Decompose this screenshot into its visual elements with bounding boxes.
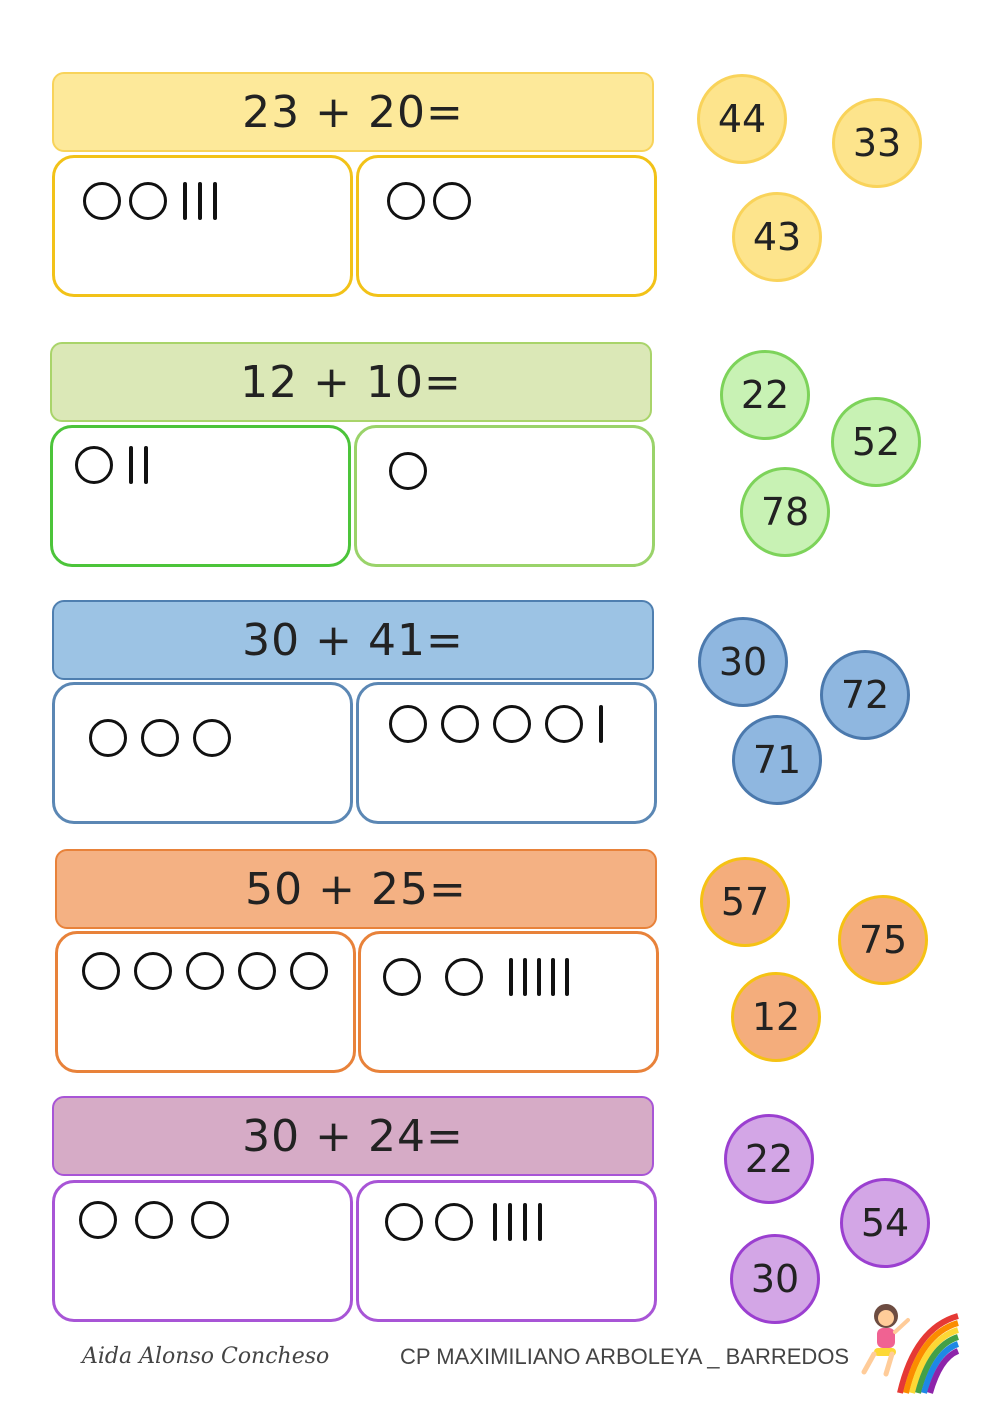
first-addend-marks — [82, 952, 328, 990]
unit-stick — [538, 1203, 542, 1241]
ten-circle — [435, 1203, 473, 1241]
school-credit: CP MAXIMILIANO ARBOLEYA _ BARREDOS — [400, 1344, 850, 1369]
second-addend-marks — [389, 705, 603, 743]
first-addend-box — [52, 155, 353, 297]
ten-circle — [129, 182, 167, 220]
ten-circle — [441, 705, 479, 743]
answer-option[interactable]: 22 — [720, 350, 810, 440]
answer-option[interactable]: 30 — [730, 1234, 820, 1324]
unit-stick — [493, 1203, 497, 1241]
unit-stick — [565, 958, 569, 996]
unit-stick — [523, 958, 527, 996]
ten-circle — [191, 1201, 229, 1239]
equation-text: 30 + 24= — [242, 1110, 464, 1162]
answer-option[interactable]: 71 — [732, 715, 822, 805]
ten-circle — [389, 705, 427, 743]
second-addend-box — [356, 155, 657, 297]
answer-option[interactable]: 75 — [838, 895, 928, 985]
unit-stick — [551, 958, 555, 996]
second-addend-box — [358, 931, 659, 1073]
unit-stick — [508, 1203, 512, 1241]
ten-circle — [383, 958, 421, 996]
answer-option[interactable]: 57 — [700, 857, 790, 947]
ten-circle — [193, 719, 231, 757]
ten-circle — [445, 958, 483, 996]
girl-on-rainbow-slide-icon — [860, 1298, 960, 1396]
unit-stick — [213, 182, 217, 220]
ten-circle — [75, 446, 113, 484]
ten-circle — [433, 182, 471, 220]
equation-banner: 23 + 20= — [52, 72, 654, 152]
first-addend-marks — [75, 446, 148, 484]
answer-option[interactable]: 54 — [840, 1178, 930, 1268]
ten-circle — [493, 705, 531, 743]
first-addend-box — [52, 682, 353, 824]
first-addend-marks — [89, 719, 231, 757]
ten-circle — [79, 1201, 117, 1239]
equation-banner: 30 + 41= — [52, 600, 654, 680]
answer-option[interactable]: 22 — [724, 1114, 814, 1204]
answer-option[interactable]: 12 — [731, 972, 821, 1062]
ten-circle — [186, 952, 224, 990]
ten-circle — [83, 182, 121, 220]
answer-option[interactable]: 33 — [832, 98, 922, 188]
ten-circle — [141, 719, 179, 757]
unit-stick — [183, 182, 187, 220]
second-addend-marks — [387, 182, 471, 220]
ten-circle — [89, 719, 127, 757]
unit-stick — [509, 958, 513, 996]
answer-option[interactable]: 44 — [697, 74, 787, 164]
ten-circle — [387, 182, 425, 220]
answer-option[interactable]: 72 — [820, 650, 910, 740]
unit-stick — [599, 705, 603, 743]
equation-text: 30 + 41= — [242, 614, 464, 666]
answer-option[interactable]: 43 — [732, 192, 822, 282]
second-addend-marks — [385, 1203, 542, 1241]
equation-text: 50 + 25= — [245, 863, 467, 915]
second-addend-box — [356, 682, 657, 824]
ten-circle — [135, 1201, 173, 1239]
ten-circle — [290, 952, 328, 990]
unit-stick — [523, 1203, 527, 1241]
answer-option[interactable]: 30 — [698, 617, 788, 707]
first-addend-marks — [79, 1201, 229, 1239]
first-addend-box — [50, 425, 351, 567]
equation-banner: 50 + 25= — [55, 849, 657, 929]
answer-option[interactable]: 78 — [740, 467, 830, 557]
unit-stick — [129, 446, 133, 484]
second-addend-marks — [389, 452, 427, 490]
first-addend-box — [55, 931, 356, 1073]
ten-circle — [82, 952, 120, 990]
first-addend-box — [52, 1180, 353, 1322]
second-addend-marks — [383, 958, 569, 996]
equation-banner: 30 + 24= — [52, 1096, 654, 1176]
unit-stick — [537, 958, 541, 996]
equation-text: 23 + 20= — [242, 86, 464, 138]
unit-stick — [144, 446, 148, 484]
unit-stick — [198, 182, 202, 220]
second-addend-box — [354, 425, 655, 567]
ten-circle — [389, 452, 427, 490]
ten-circle — [545, 705, 583, 743]
ten-circle — [134, 952, 172, 990]
ten-circle — [385, 1203, 423, 1241]
equation-banner: 12 + 10= — [50, 342, 652, 422]
second-addend-box — [356, 1180, 657, 1322]
answer-option[interactable]: 52 — [831, 397, 921, 487]
ten-circle — [238, 952, 276, 990]
equation-text: 12 + 10= — [240, 356, 462, 408]
author-credit: Aida Alonso Concheso — [82, 1344, 330, 1369]
first-addend-marks — [83, 182, 217, 220]
